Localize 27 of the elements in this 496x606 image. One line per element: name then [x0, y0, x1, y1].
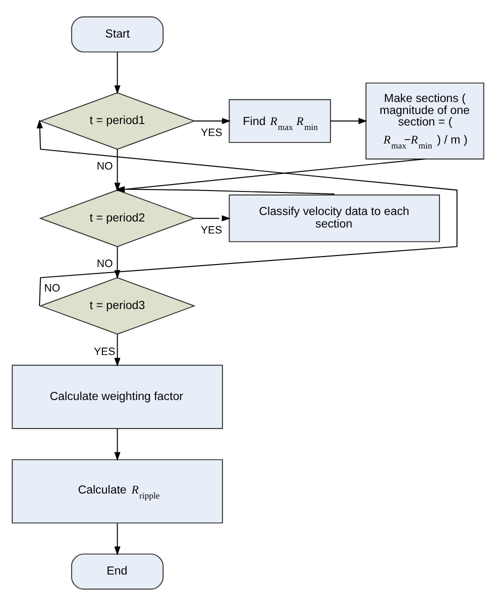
arrow — [114, 148, 120, 192]
node-box: End — [71, 554, 164, 590]
arrow — [194, 118, 231, 124]
edge-label: YES — [94, 346, 116, 358]
arrow — [114, 334, 120, 367]
node-diamond: t = period1 — [39, 92, 196, 150]
node-diamond: t = period2 — [39, 190, 196, 248]
edge-label: YES — [200, 127, 222, 140]
arrow — [330, 118, 368, 124]
edge-label: NO — [96, 258, 113, 270]
node-box: Classify velocity data to each section — [228, 194, 440, 242]
arrow — [194, 215, 231, 222]
node-box: Find R$_{max}$ R$_{min}$ — [228, 99, 331, 143]
node-box: Calculate weighting factor — [12, 364, 223, 430]
arrow — [116, 158, 426, 192]
node-box: Start — [71, 16, 164, 52]
arrow — [36, 120, 458, 306]
arrow — [116, 186, 335, 194]
arrow — [114, 428, 120, 461]
arrow — [114, 246, 120, 279]
edge-label: YES — [200, 224, 222, 236]
edge-label: NO — [44, 282, 60, 295]
edge-label: NO — [96, 160, 113, 173]
node-box: Calculate R$_{ripple}$ — [12, 459, 223, 524]
arrow — [114, 522, 120, 556]
arrow — [114, 52, 120, 94]
node-box: Make sections ( magnitude of one section = ( R$_{max}$−R$_{min}$ ) / m ) — [366, 82, 484, 160]
